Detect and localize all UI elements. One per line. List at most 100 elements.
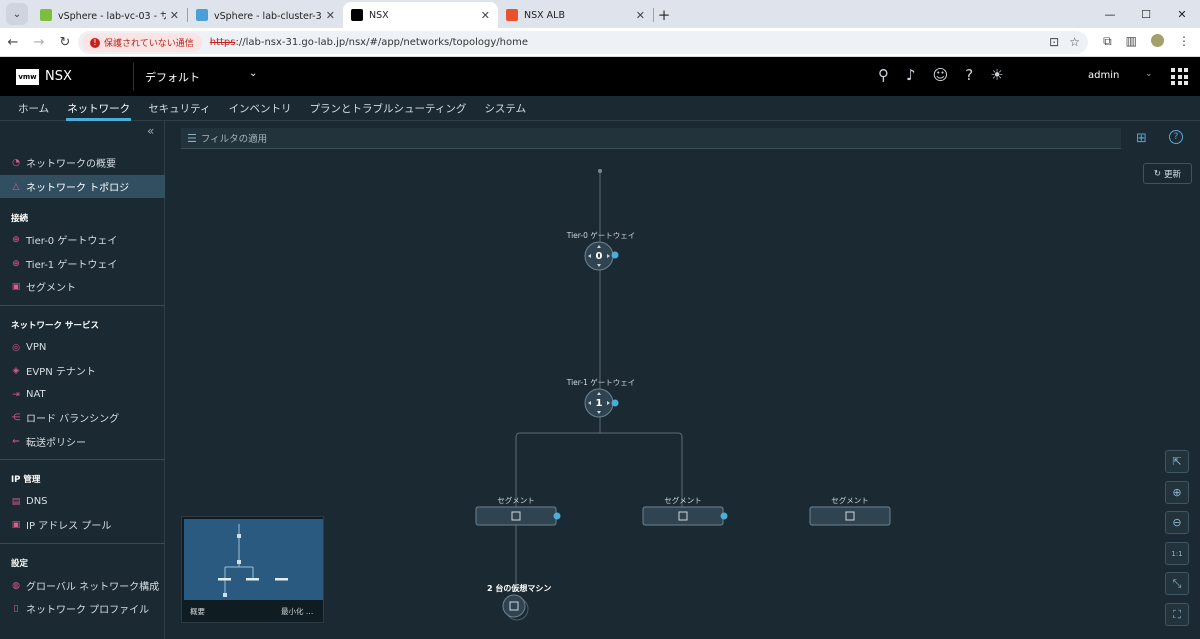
browser-tab-bar: ⌄ vSphere - lab-vc-03 - サマリ ✕ vSphere - … [0,0,1200,28]
minimap-canvas[interactable] [184,519,323,600]
browser-tab-2[interactable]: vSphere - lab-cluster-31 - サマリ ✕ [188,2,343,28]
tab-close-icon[interactable]: ✕ [635,8,645,22]
context-selector[interactable]: デフォルト [145,71,200,84]
actual-size-icon[interactable]: 1:1 [1165,542,1189,565]
sidebar-item-label: セグメント [26,283,76,294]
zoom-out-icon[interactable]: ⊖ [1165,511,1189,534]
sidebar-item-label: EVPN テナント [26,367,96,378]
sidebar-item-segments[interactable]: ▣ セグメント [0,275,165,298]
tab-close-icon[interactable]: ✕ [480,8,490,22]
sidebar-item-label: DNS [26,496,48,507]
sidebar-item-tier0[interactable]: ⊕ Tier-0 ゲートウェイ [0,228,165,251]
security-badge-label: 保護されていない通信 [104,39,194,49]
minimap[interactable]: 概要 最小化 … [181,516,324,623]
minimap-overview-label: 概要 [190,607,205,616]
sidebar-item-network-topology[interactable]: △ ネットワーク トポロジ [0,175,165,198]
chevron-down-icon[interactable]: ⌄ [1145,69,1153,79]
vm-group-node[interactable] [502,594,529,621]
sidebar-item-evpn-tenant[interactable]: ◈ EVPN テナント [0,359,165,382]
theme-sun-icon[interactable]: ☀ [990,66,1004,84]
tier0-glyph: 0 [595,251,603,262]
segment-node[interactable] [809,506,891,526]
topology-content: ☰ フィルタの適用 ⊞ ? ↻ 更新 Tier-0 ゲートウェイ Tier-1 … [166,121,1200,639]
app-launcher-grid-icon[interactable] [1171,68,1188,85]
zoom-in-icon[interactable]: ⊕ [1165,481,1189,504]
sidebar-item-tier1[interactable]: ⊕ Tier-1 ゲートウェイ [0,252,165,275]
segment-icon: ▣ [11,281,21,292]
export-icon[interactable]: ⇱ [1165,450,1189,473]
tab-search-chevron-icon[interactable]: ⌄ [6,3,28,25]
chevron-down-icon[interactable]: ⌄ [249,68,258,79]
segment-node[interactable] [475,506,561,526]
main-nav-plan-troubleshoot[interactable]: プランとトラブルシューティング [309,103,467,115]
user-menu[interactable]: admin [1088,70,1120,81]
filter-input[interactable]: ☰ フィルタの適用 [181,128,1121,149]
tier1-gateway-node[interactable] [584,388,619,418]
main-nav-system[interactable]: システム [484,103,527,115]
translate-icon[interactable]: ⊡ [1049,35,1060,49]
sidebar-item-network-overview[interactable]: ◔ ネットワークの概要 [0,151,165,174]
tier1-gateway-label: Tier-1 ゲートウェイ [566,378,636,387]
side-panel-icon[interactable]: ▥ [1125,34,1137,48]
tab-close-icon[interactable]: ✕ [325,8,335,22]
segment-node[interactable] [642,506,728,526]
fit-to-screen-icon[interactable]: ⛶ [1165,603,1189,626]
sidebar-item-label: VPN [26,342,47,353]
sidebar-item-label: 転送ポリシー [26,438,86,449]
sidebar-heading-connectivity: 接続 [11,214,29,224]
nsx-alb-favicon-icon [506,9,518,21]
main-nav-networking[interactable]: ネットワーク [58,96,139,121]
forward-arrow-icon[interactable]: → [33,34,45,50]
main-nav-security[interactable]: セキュリティ [148,103,211,115]
sidebar-item-label: NAT [26,389,46,400]
extensions-icon[interactable]: ⧉ [1103,34,1112,48]
tab-title: vSphere - lab-cluster-31 - サマリ [214,11,322,22]
reload-icon[interactable]: ↻ [59,34,71,50]
feedback-smiley-icon[interactable]: ☺ [932,66,949,84]
collapse-sidebar-icon[interactable]: « [147,124,155,138]
collapse-all-icon[interactable]: ⤡ [1165,572,1189,595]
sidebar-item-dns[interactable]: ▤ DNS [0,490,165,513]
minimap-minimize-button[interactable]: 最小化 … [281,607,314,616]
topology-canvas[interactable] [166,121,1200,639]
segment-label: セグメント [497,496,535,505]
main-nav-home[interactable]: ホーム [18,103,50,115]
browser-tab-3[interactable]: NSX ✕ [343,2,498,28]
browser-tab-1[interactable]: vSphere - lab-vc-03 - サマリ ✕ [32,2,187,28]
sidebar-item-forwarding-policies[interactable]: ⇐ 転送ポリシー [0,430,165,453]
sidebar-item-nat[interactable]: ⇥ NAT [0,383,165,406]
status-indicator-icon [553,512,561,520]
filter-placeholder: フィルタの適用 [200,134,268,145]
browser-menu-icon[interactable]: ⋮ [1178,34,1190,48]
search-icon[interactable]: ⚲ [878,66,889,84]
new-tab-button[interactable]: + [657,6,671,24]
map-legend-icon[interactable]: ⊞ [1136,131,1147,146]
bookmark-star-icon[interactable]: ☆ [1069,35,1080,49]
browser-tab-4[interactable]: NSX ALB ✕ [498,2,653,28]
browser-toolbar: ← → ↻ ! 保護されていない通信 https://lab-nsx-31.go… [0,28,1200,57]
sidebar-item-vpn[interactable]: ◎ VPN [0,336,165,359]
maximize-window-icon[interactable]: ☐ [1141,7,1151,21]
sidebar-divider [0,305,165,306]
close-window-icon[interactable]: ✕ [1177,7,1187,21]
tab-close-icon[interactable]: ✕ [169,8,179,22]
profile-avatar-icon[interactable] [1151,34,1164,47]
bell-icon[interactable]: ♪ [906,66,916,84]
url-text: https://lab-nsx-31.go-lab.jp/nsx/#/app/n… [210,37,528,48]
forwarding-policy-icon: ⇐ [12,436,20,447]
help-icon[interactable]: ? [1169,130,1183,144]
security-badge[interactable]: ! 保護されていない通信 [82,33,202,52]
refresh-button[interactable]: ↻ 更新 [1143,163,1192,184]
help-icon[interactable]: ? [965,66,974,84]
main-nav-inventory[interactable]: インベントリ [228,103,292,115]
sidebar-item-network-profiles[interactable]: ▯ ネットワーク プロファイル [0,597,165,620]
sidebar-item-ip-pools[interactable]: ▣ IP アドレス プール [0,513,165,536]
tier0-gateway-node[interactable] [584,241,619,271]
sidebar-divider [0,459,165,460]
sidebar-item-load-balancing[interactable]: ⋲ ロード バランシング [0,406,165,429]
sidebar-item-global-networking-config[interactable]: ◍ グローバル ネットワーク構成 [0,574,165,597]
sidebar-item-label: ネットワーク トポロジ [26,183,130,194]
address-bar[interactable]: ! 保護されていない通信 https://lab-nsx-31.go-lab.j… [78,31,1088,54]
back-arrow-icon[interactable]: ← [7,34,19,50]
minimize-window-icon[interactable]: — [1104,7,1116,21]
